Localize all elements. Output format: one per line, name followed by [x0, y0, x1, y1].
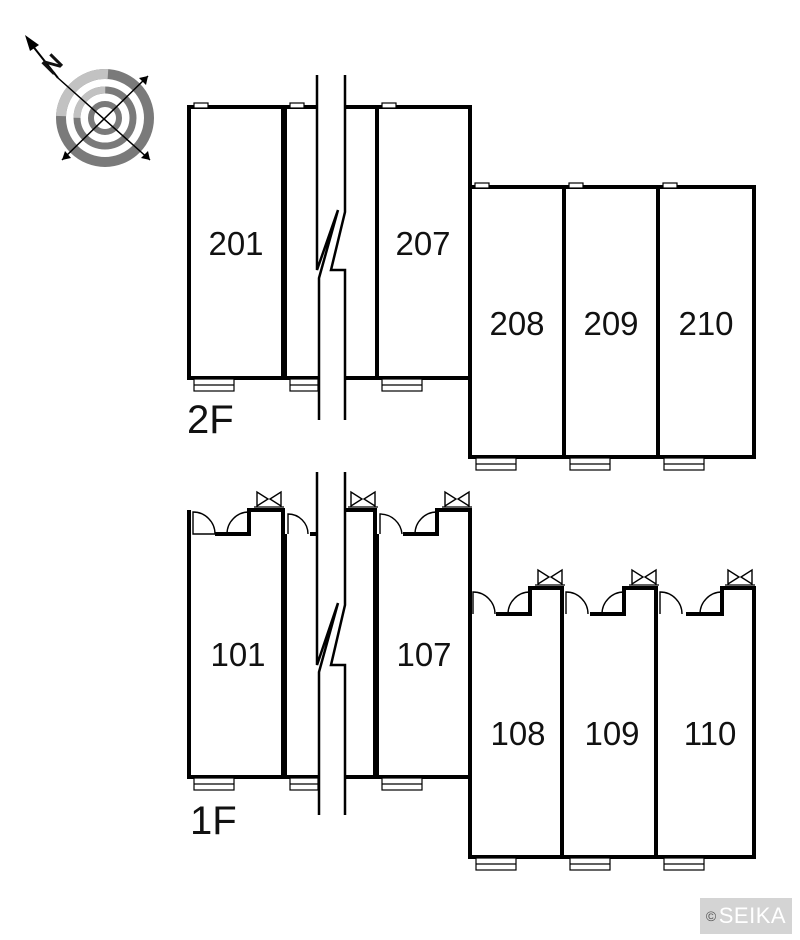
- unit-label: 209: [583, 305, 638, 342]
- window-icon: [193, 378, 705, 471]
- floor-2f: 201 207 208 209 210 2F: [187, 75, 756, 471]
- unit-label: 201: [208, 225, 263, 262]
- unit-label: 110: [684, 715, 737, 752]
- omission-break: [317, 472, 345, 815]
- unit-label: 109: [584, 715, 639, 752]
- floor-label: 1F: [190, 799, 237, 843]
- unit-label: 107: [396, 636, 451, 673]
- copyright-badge: ©SEIKA: [700, 898, 792, 934]
- floor-label: 2F: [187, 398, 234, 442]
- unit-label: 207: [395, 225, 450, 262]
- door-icon: [192, 511, 723, 615]
- window-icon: [193, 777, 705, 871]
- meter-icon: [256, 490, 753, 586]
- unit-label: 101: [210, 636, 265, 673]
- compass-icon: [25, 35, 154, 167]
- vent-icon: [193, 102, 678, 189]
- floor-1f: 101 107 108 109 110 1F: [187, 472, 756, 871]
- copyright-symbol: ©: [705, 908, 717, 924]
- unit-label: 108: [490, 715, 545, 752]
- copyright-text: SEIKA: [718, 903, 787, 928]
- omission-break: [317, 75, 345, 420]
- north-label: N: [37, 49, 68, 80]
- unit-label: 210: [678, 305, 733, 342]
- unit-label: 208: [489, 305, 544, 342]
- unit-210-outline: [656, 185, 756, 459]
